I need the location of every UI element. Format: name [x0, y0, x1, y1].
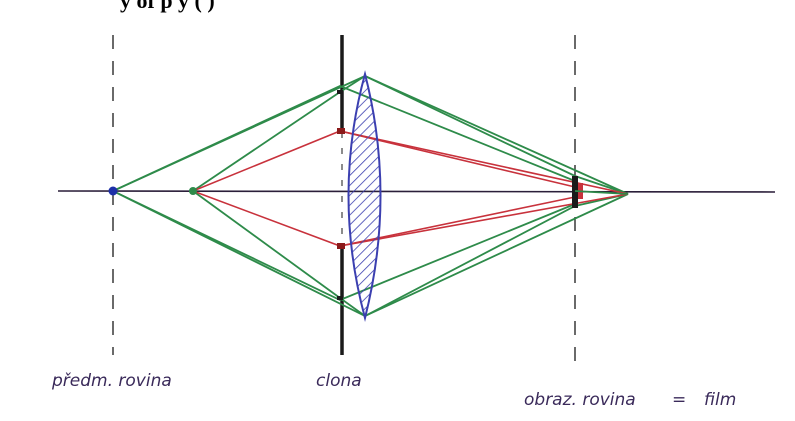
- aperture-edge-mark: [337, 128, 345, 134]
- aperture-edge-mark: [337, 243, 345, 249]
- aperture-label: clona: [316, 371, 362, 391]
- object-point-near: [189, 187, 197, 195]
- green-ray: [192, 190, 629, 318]
- red-ray-bundle: [192, 130, 629, 247]
- optical-axis: [57, 190, 776, 193]
- green-ray: [192, 74, 629, 195]
- green-ray: [112, 85, 576, 192]
- aperture-edge-mark: [337, 296, 343, 300]
- object-plane-label: předm. rovina: [51, 371, 172, 391]
- red-ray: [339, 193, 629, 247]
- object-point-in-focus: [108, 186, 118, 196]
- aperture-edge-mark: [337, 90, 343, 94]
- lens: [347, 70, 382, 322]
- green-ray: [112, 190, 629, 318]
- image-plane-label: obraz. rovina: [524, 390, 636, 410]
- page-title: y of p y ( ): [120, 0, 215, 13]
- image-blur-green: [572, 176, 578, 208]
- image-point-near: [574, 190, 629, 195]
- film-label: film: [704, 390, 736, 410]
- red-ray: [339, 130, 629, 195]
- equals-sign: =: [672, 390, 686, 410]
